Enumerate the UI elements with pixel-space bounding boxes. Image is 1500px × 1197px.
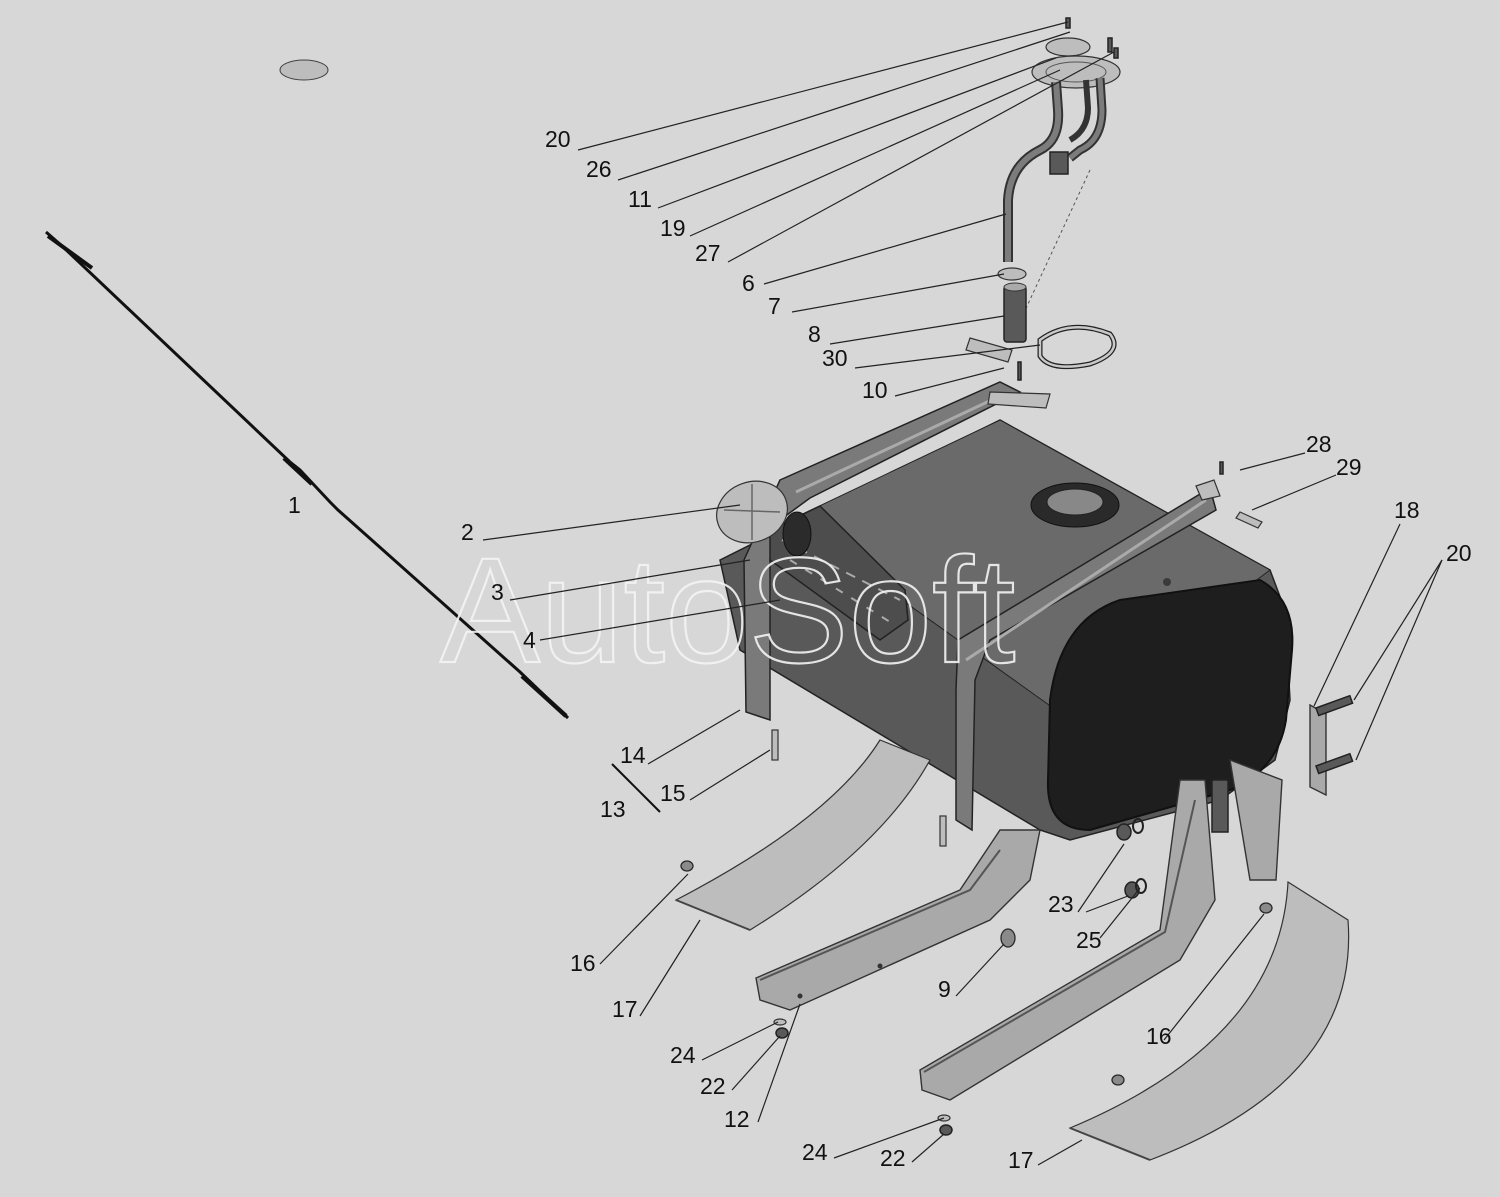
callout-10: 10 [862,377,888,403]
callout-16: 16 [1146,1023,1172,1049]
callout-2: 2 [461,519,474,545]
callout-9: 9 [938,976,951,1002]
callout-29: 29 [1336,454,1362,480]
callout-labels: 20 26 11 19 27 6 7 8 30 10 28 29 1 2 3 4… [288,126,1472,1173]
part-18-clamp-plate [1309,694,1354,797]
callout-24: 24 [802,1139,828,1165]
part-17-left-strap-plate [674,739,931,931]
leader-lines [482,21,1443,1166]
callout-20: 20 [545,126,571,152]
callout-19: 19 [660,215,686,241]
callout-26: 26 [586,156,612,182]
callout-23: 23 [1048,891,1074,917]
part-1-long-strap [45,230,570,720]
callout-16: 16 [570,950,596,976]
filler-neck-assembly [716,480,909,641]
part-17-right-strap-plate [1068,880,1350,1161]
callout-4: 4 [523,627,536,653]
callout-12: 12 [724,1106,750,1132]
callout-15: 15 [660,780,686,806]
callout-14: 14 [620,742,646,768]
callout-7: 7 [768,293,781,319]
callout-30: 30 [822,345,848,371]
callout-6: 6 [742,270,755,296]
callout-17: 17 [612,996,638,1022]
watermark-text: AutoSoft [440,526,1015,694]
callout-22: 22 [880,1145,906,1171]
part-12-left-bracket [755,829,1041,1011]
callout-27: 27 [695,240,721,266]
right-bracket [919,758,1283,1101]
callout-18: 18 [1394,497,1420,523]
callout-8: 8 [808,321,821,347]
callout-1: 1 [288,492,301,518]
callout-25: 25 [1076,927,1102,953]
part-13-spring-wire [611,763,661,813]
fuel-sender-assembly [279,17,1121,381]
callout-11: 11 [628,186,652,212]
callout-3: 3 [491,579,504,605]
callout-22: 22 [700,1073,726,1099]
callout-13: 13 [600,796,626,822]
callout-17: 17 [1008,1147,1034,1173]
callout-28: 28 [1306,431,1332,457]
callout-20: 20 [1446,540,1472,566]
part-14-tank-straps [743,381,1221,847]
callout-24: 24 [670,1042,696,1068]
